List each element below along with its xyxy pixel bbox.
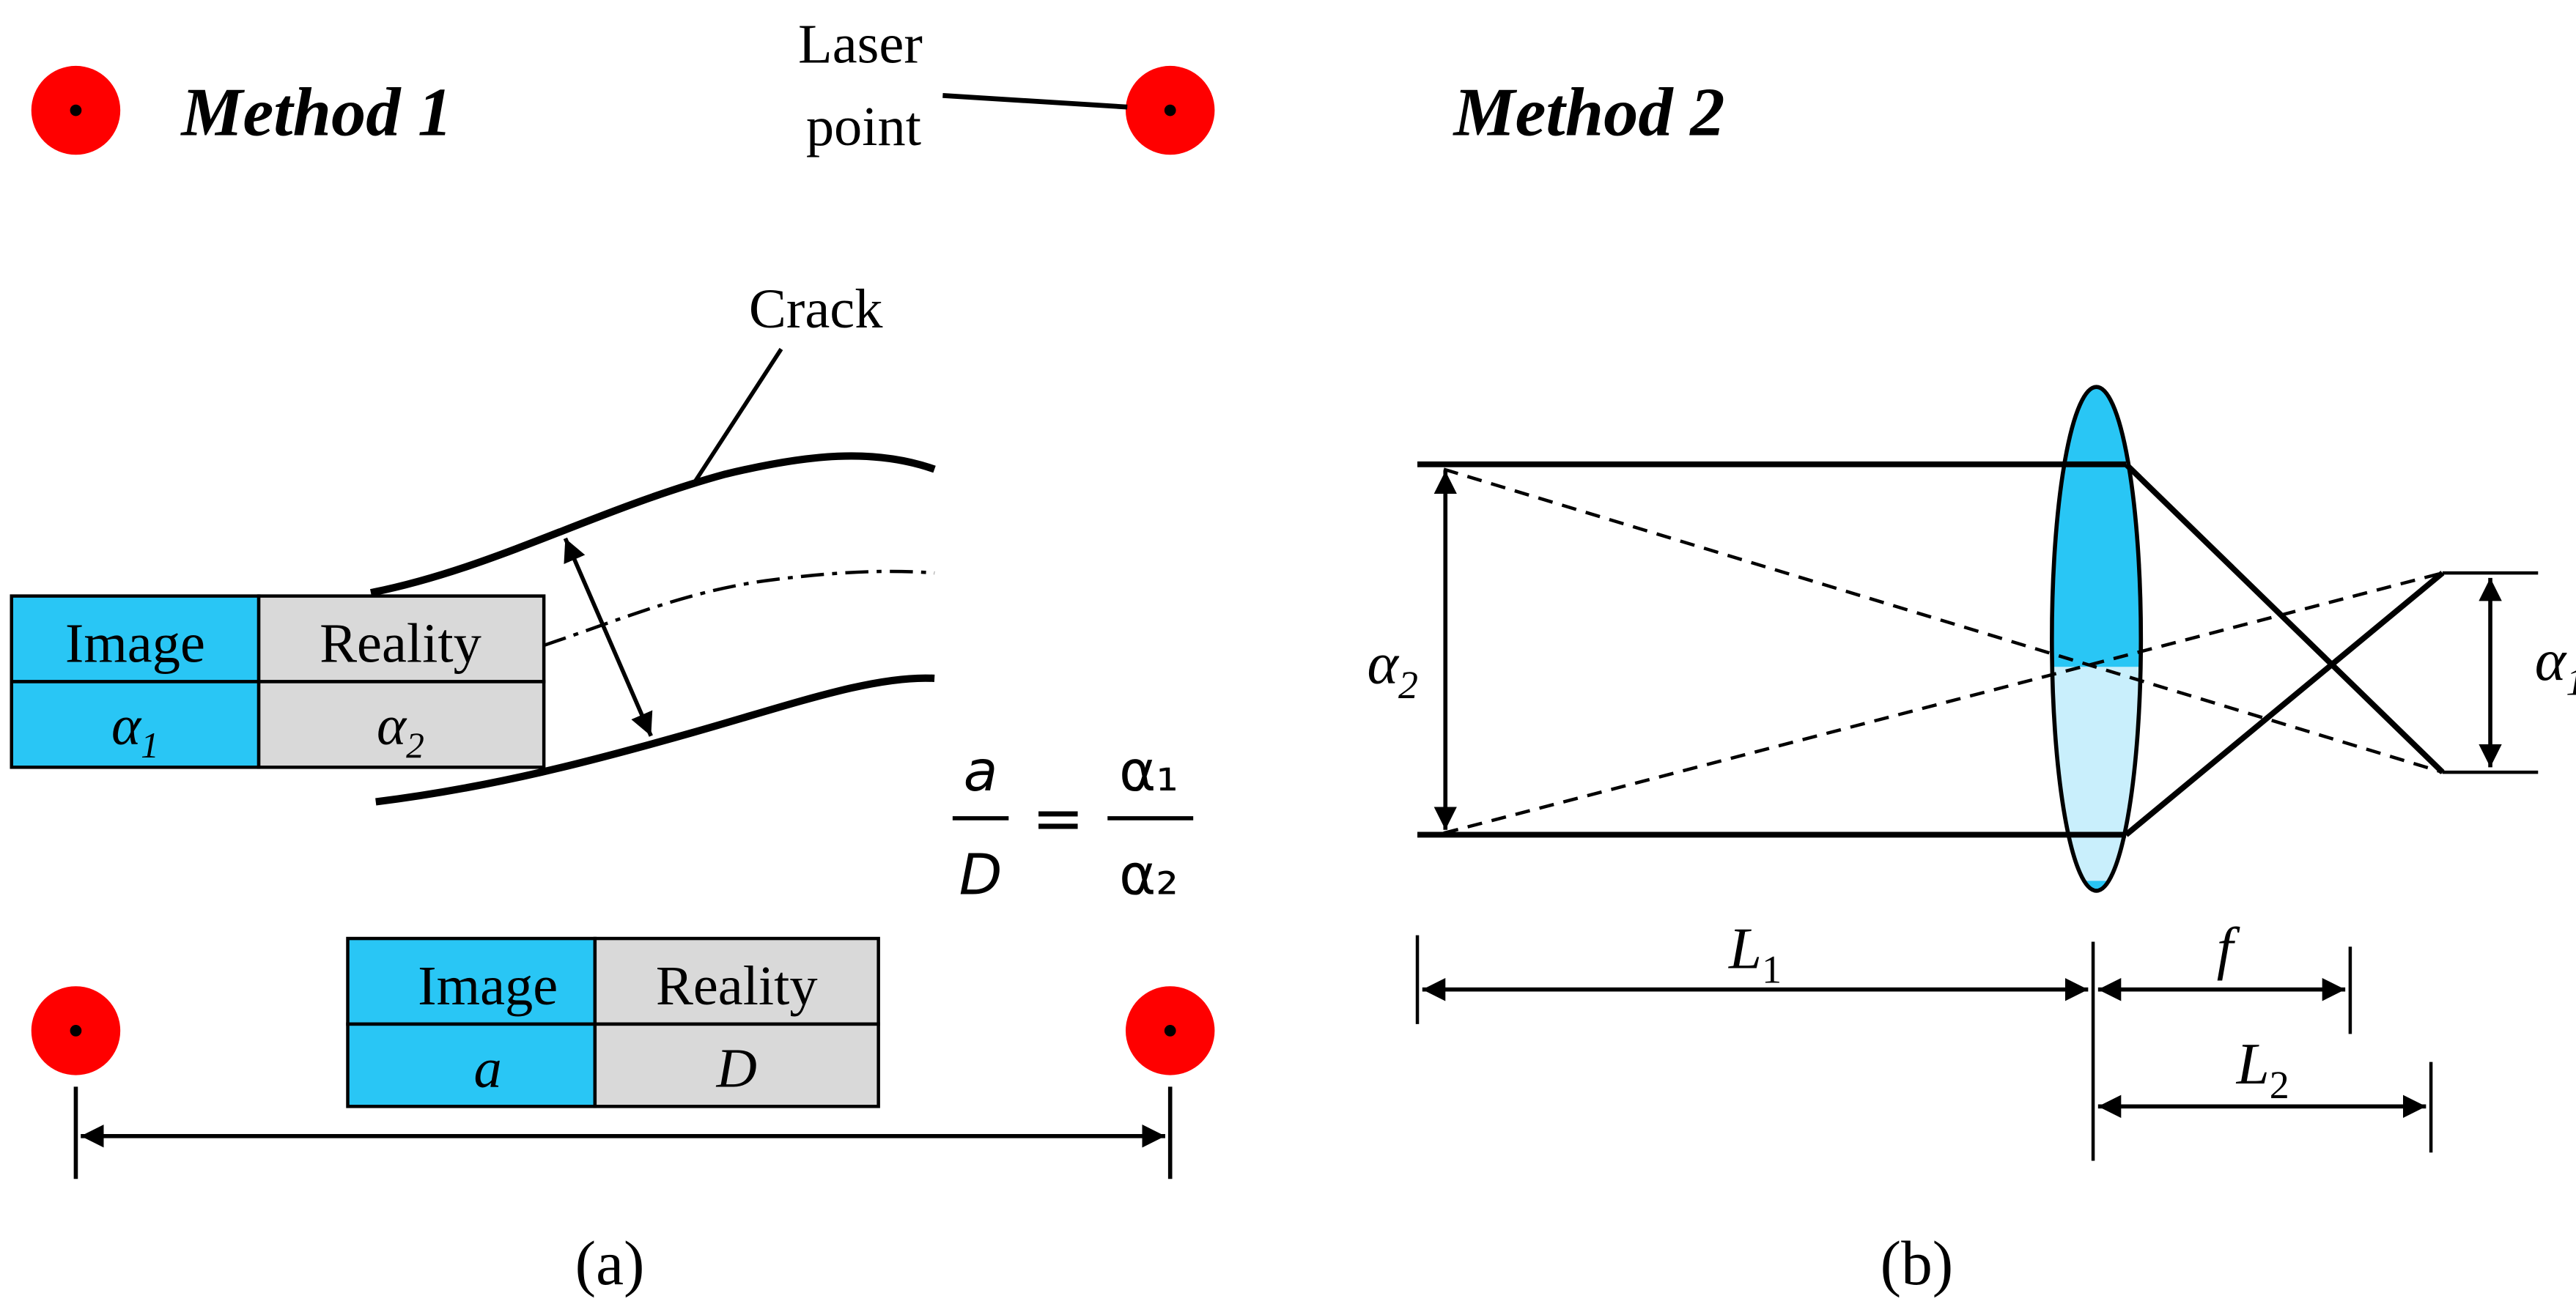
laser-label-line2: point [806,95,921,158]
panel-b: Method 2 α2 α1 L1 f L2 [1368,74,2576,1298]
laser-table: Image Reality a D [346,936,880,1108]
ray-bottom-converging [2124,571,2445,837]
panel-a: Method 1 Laser point Crack Image Reality… [10,12,1215,1298]
crack-table-header-image: Image [65,612,205,675]
chief-ray-1 [1443,467,2443,774]
laser-table-image-value: a [474,1037,502,1099]
laser-label-line1: Laser [798,12,923,75]
laser-point-icon [1125,986,1215,1075]
formula-right-numerator: α₁ [1119,739,1178,804]
image-size-label: α1 [2535,627,2576,703]
crack-table-header-reality: Reality [320,612,481,675]
method-2-label: Method 2 [1453,74,1725,150]
l2-label: L2 [2236,1031,2289,1107]
crack-table-image-value: α1 [111,694,159,766]
crack-table-reality-value: α2 [377,694,424,766]
f-label: f [2217,916,2240,982]
caption-b: (b) [1881,1229,1954,1298]
crack-upper-edge [370,452,936,597]
laser-table-reality-value: D [716,1037,757,1099]
laser-leader-line [942,92,1128,110]
formula-left-numerator: a [964,739,998,804]
crack-table: Image Reality α1 α2 [10,594,546,769]
method-1-label: Method 1 [180,74,452,150]
object-size-label: α2 [1368,631,1418,707]
laser-table-header-image: Image [418,955,558,1017]
laser-table-header-reality: Reality [656,955,818,1017]
caption-a: (a) [575,1229,645,1298]
laser-point-icon [31,65,121,155]
laser-point-icon [1125,65,1215,155]
ray-top-converging [2124,462,2445,774]
crack-width-arrow [563,537,653,737]
l1-label: L1 [1728,916,1782,992]
crack-label: Crack [749,278,883,340]
formula-left-denominator: D [959,842,1003,908]
formula-equals: = [1032,782,1085,855]
chief-ray-2 [1443,571,2443,835]
laser-point-icon [31,986,121,1075]
crack-centerline [543,569,935,648]
crack-lower-edge [375,674,935,806]
formula-right-denominator: α₂ [1119,842,1178,908]
crack-leader-line [693,347,783,482]
ratio-formula: a D = α₁ α₂ [952,739,1194,908]
